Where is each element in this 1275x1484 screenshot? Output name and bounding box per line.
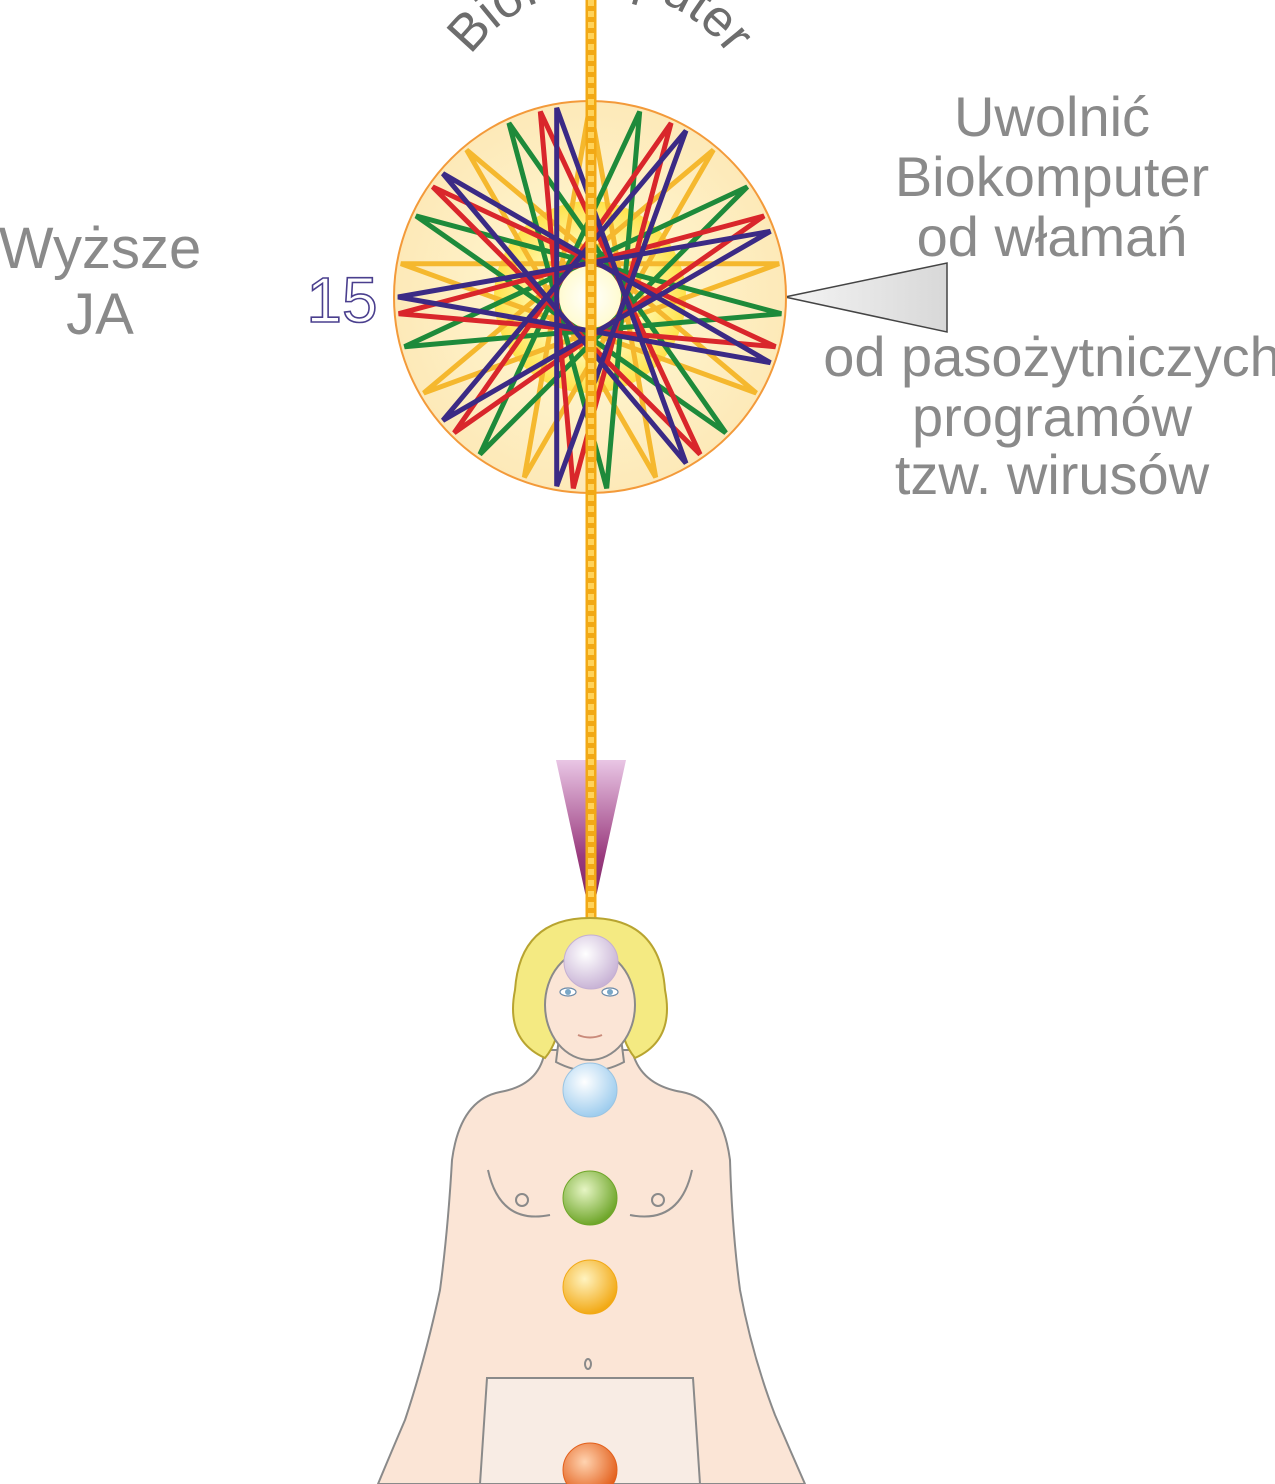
right-nipple xyxy=(651,1193,665,1207)
chakra-crown xyxy=(563,934,619,990)
right-bottom-line-1: od pasożytniczych xyxy=(823,325,1275,388)
right-bottom-line-2: programów xyxy=(912,385,1193,448)
left-label-line-2: JA xyxy=(66,282,134,347)
left-label-line-1: Wyższe xyxy=(0,216,201,281)
right-top-line-2: Biokomputer xyxy=(895,145,1209,208)
number-label: 15 xyxy=(306,264,377,336)
left-nipple xyxy=(515,1193,529,1207)
arc-title: BioKomputer xyxy=(436,0,765,63)
star-polygon-4 xyxy=(397,107,772,487)
right-top-line-3: od włamań xyxy=(917,205,1188,268)
chakra-solar-plexus xyxy=(562,1259,618,1315)
left-iris xyxy=(565,989,571,995)
mouth xyxy=(577,1034,603,1039)
chakras xyxy=(562,934,619,1484)
navel xyxy=(584,1358,592,1370)
right-bottom-line-3: tzw. wirusów xyxy=(895,443,1210,506)
shorts xyxy=(478,1377,702,1484)
right-iris xyxy=(607,989,613,995)
chakra-heart xyxy=(562,1170,618,1226)
right-bottom-label: od pasożytniczych programów tzw. wirusów xyxy=(823,325,1275,506)
arc-title-text: BioKomputer xyxy=(436,0,765,63)
left-label: Wyższe JA xyxy=(0,216,201,347)
right-top-label: Uwolnić Biokomputer od włamań xyxy=(895,85,1209,268)
pointer-triangle xyxy=(784,262,948,333)
chakra-throat xyxy=(562,1062,618,1118)
chest-line xyxy=(487,1169,693,1218)
chakra-sacral xyxy=(562,1442,618,1484)
right-top-line-1: Uwolnić xyxy=(954,85,1150,148)
